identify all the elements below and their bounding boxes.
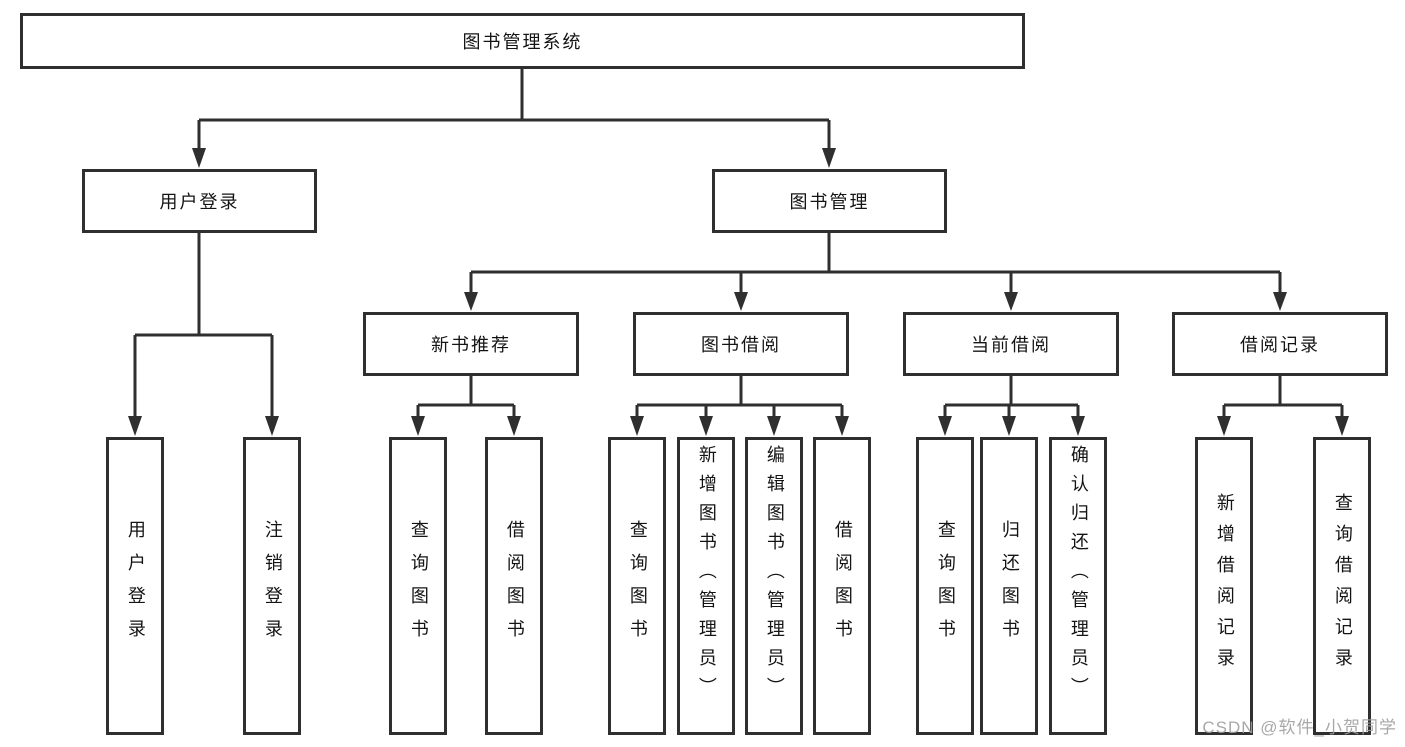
node-label: 借阅图书 [504,520,525,652]
node-borrowing-records: 借阅记录 [1172,312,1388,376]
node-leaf-query-books-borrowing: 查询图书 [608,437,666,735]
node-label: 图书借阅 [701,335,781,355]
csdn-watermark: CSDN @软件_小贺同学 [1202,718,1397,737]
node-leaf-query-books-current: 查询图书 [916,437,974,735]
node-label: 图书管理 [789,192,870,212]
node-label: 查询图书 [408,520,429,652]
node-label: 用户登录 [125,520,146,652]
node-leaf-logout: 注销登录 [243,437,301,735]
node-leaf-edit-books-admin: 编辑图书（管理员） [745,437,803,735]
node-leaf-add-borrow-record: 新增借阅记录 [1195,437,1253,735]
node-new-book-recommendation: 新书推荐 [363,312,579,376]
node-leaf-add-books-admin: 新增图书（管理员） [677,437,735,735]
node-label: 查询图书 [935,520,956,652]
node-label: 新增借阅记录 [1214,493,1235,679]
node-label: 借阅记录 [1240,335,1320,355]
node-label: 图书管理系统 [462,32,583,52]
node-label: 查询图书 [627,520,648,652]
node-leaf-return-books: 归还图书 [980,437,1038,735]
node-label: 确认归还（管理员） [1068,445,1089,706]
node-book-management: 图书管理 [712,169,947,233]
node-label: 借阅图书 [832,520,853,652]
node-label: 归还图书 [999,520,1020,652]
node-leaf-query-books-recommend: 查询图书 [389,437,447,735]
node-leaf-borrow-books-recommend: 借阅图书 [485,437,543,735]
node-label: 用户登录 [159,192,240,212]
node-current-borrowing: 当前借阅 [903,312,1119,376]
node-label: 查询借阅记录 [1332,493,1353,679]
node-leaf-user-login: 用户登录 [106,437,164,735]
arrowheads [128,148,1349,436]
node-label: 当前借阅 [971,335,1051,355]
node-library-management-system: 图书管理系统 [20,13,1025,69]
node-leaf-confirm-return-admin: 确认归还（管理员） [1049,437,1107,735]
node-label: 新增图书（管理员） [696,445,717,706]
node-label: 新书推荐 [431,335,511,355]
node-leaf-borrow-books-borrowing: 借阅图书 [813,437,871,735]
node-label: 编辑图书（管理员） [764,445,785,706]
node-book-borrowing: 图书借阅 [633,312,849,376]
node-leaf-query-borrow-record: 查询借阅记录 [1313,437,1371,735]
node-user-login: 用户登录 [82,169,317,233]
node-label: 注销登录 [262,520,283,652]
